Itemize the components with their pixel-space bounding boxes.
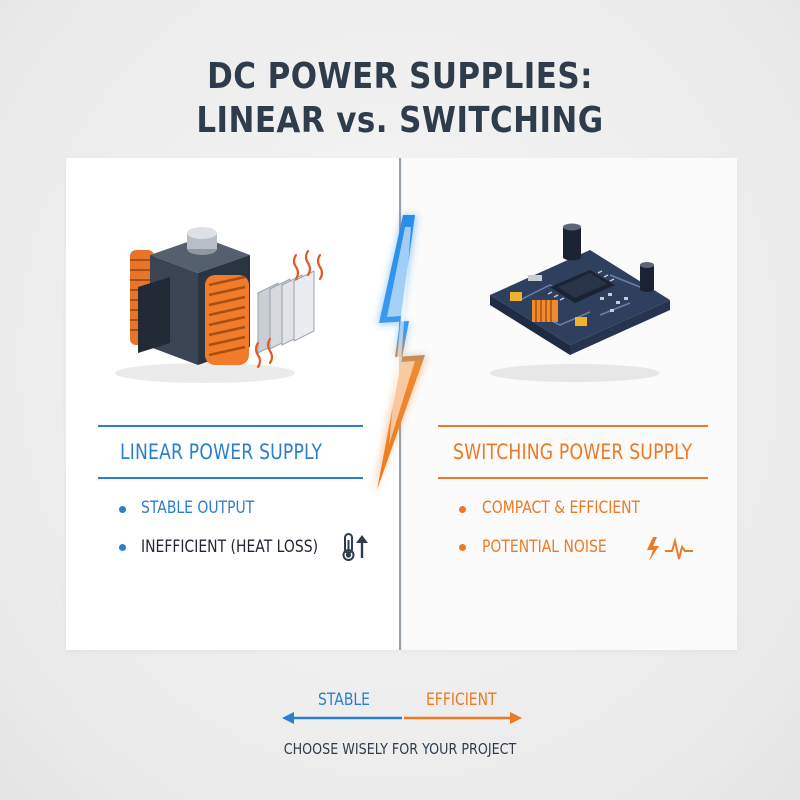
- pcb-smd-parts: [600, 293, 628, 312]
- pcb-shadow: [490, 364, 660, 382]
- footer-arrow-icon: [282, 712, 522, 724]
- linear-panel: [66, 158, 399, 650]
- pcb-inductor: [532, 300, 558, 322]
- linear-heading-rule-top: [98, 425, 363, 427]
- bullet-dot: [459, 544, 466, 551]
- transformer-illustration: [115, 227, 324, 383]
- lightning-noise-icon: [647, 537, 693, 561]
- switching-heading-rule-bottom: [438, 477, 708, 479]
- transformer-right-coil: [205, 275, 249, 365]
- footer-stable-label: STABLE: [318, 690, 370, 710]
- linear-heading-rule-bottom: [98, 477, 363, 479]
- pcb-capacitor-2: [640, 262, 654, 292]
- pcb-component-small: [528, 275, 542, 281]
- transformer-knob: [187, 227, 217, 255]
- title-line-1: DC POWER SUPPLIES:: [207, 56, 593, 97]
- bullet-dot: [119, 506, 126, 513]
- switching-heading-rule-top: [438, 425, 708, 427]
- linear-bullet-stable: STABLE OUTPUT: [141, 498, 255, 518]
- transformer-shadow: [115, 363, 295, 383]
- bullet-dot: [459, 506, 466, 513]
- footer-efficient-label: EFFICIENT: [426, 690, 497, 710]
- title-line-2: LINEAR vs. SWITCHING: [196, 100, 604, 141]
- switching-heading: SWITCHING POWER SUPPLY: [453, 440, 693, 464]
- linear-bullet-inefficient: INEFFICIENT (HEAT LOSS): [141, 537, 319, 557]
- pcb-chip: [547, 270, 615, 303]
- lightning-bolt-icon: [373, 215, 427, 495]
- switching-bullet-compact: COMPACT & EFFICIENT: [482, 498, 641, 518]
- heatsink-icon: [257, 270, 315, 354]
- switching-bullet-noise: POTENTIAL NOISE: [482, 537, 607, 557]
- linear-heading: LINEAR POWER SUPPLY: [120, 440, 323, 464]
- pcb-capacitor-1: [563, 223, 581, 261]
- pcb-illustration: [490, 223, 670, 382]
- footer-note: CHOOSE WISELY FOR YOUR PROJECT: [283, 740, 517, 758]
- pcb-component-yellow-1: [510, 292, 522, 301]
- heat-waves-icon: [254, 249, 324, 369]
- pcb-component-yellow-2: [575, 317, 587, 326]
- thermometer-rising-icon: [342, 533, 368, 561]
- bullet-dot: [119, 544, 126, 551]
